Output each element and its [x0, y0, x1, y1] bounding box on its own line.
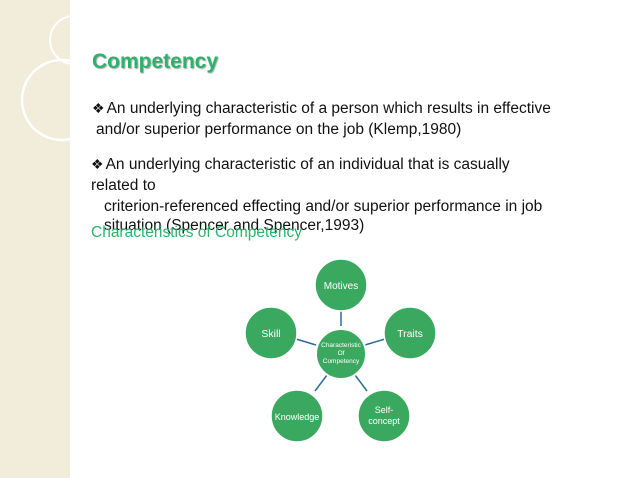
- connector-knowledge: [314, 374, 328, 392]
- connector-skill: [295, 338, 317, 346]
- slide-title: Competency: [92, 50, 219, 73]
- sidebar-panel: [0, 0, 70, 478]
- bullet-1-line-1: ❖An underlying characteristic of a perso…: [92, 98, 551, 119]
- node-motives-label: Motives: [324, 281, 358, 292]
- center-label-2: Of: [338, 350, 345, 357]
- node-self-concept: Self- concept: [357, 389, 411, 443]
- node-skill-label: Skill: [261, 328, 280, 340]
- bullet-2-line-3: criterion-referenced effecting and/or su…: [104, 198, 543, 215]
- bullet-1-line-2: and/or superior performance on the job (…: [96, 121, 462, 138]
- node-knowledge: Knowledge: [270, 389, 324, 443]
- diamond-bullet-icon: ❖: [92, 100, 105, 116]
- decor-ring-small: [49, 15, 99, 65]
- bullet-2-text-1: An underlying characteristic of an indiv…: [105, 156, 510, 173]
- diamond-bullet-icon: ❖: [91, 156, 104, 172]
- node-traits-label: Traits: [397, 328, 423, 340]
- node-skill: Skill: [244, 306, 298, 360]
- center-label-1: Characteristic: [321, 342, 361, 349]
- connector-self-concept: [354, 374, 368, 392]
- decorative-circles: [20, 15, 104, 142]
- center-label-3: Competency: [323, 358, 360, 365]
- sidebar-divider: [70, 0, 73, 478]
- bullet-2-line-1: ❖An underlying characteristic of an indi…: [91, 154, 510, 175]
- node-traits: Traits: [383, 306, 437, 360]
- node-knowledge-label: Knowledge: [275, 412, 320, 422]
- node-center: Characteristic Of Competency: [315, 328, 367, 380]
- bullet-1-text-1: An underlying characteristic of a person…: [106, 100, 551, 117]
- connector-traits: [364, 338, 386, 346]
- node-motives: Motives: [314, 258, 368, 312]
- node-self-concept-label-1: Self-: [375, 405, 394, 415]
- diagram-subtitle: Characteristics of Competency: [91, 224, 303, 241]
- node-self-concept-label-2: concept: [368, 416, 400, 426]
- bullet-2-line-4: situation (Spencer and Spencer,1993): [104, 217, 365, 234]
- bullet-2-line-2: related to: [91, 177, 156, 194]
